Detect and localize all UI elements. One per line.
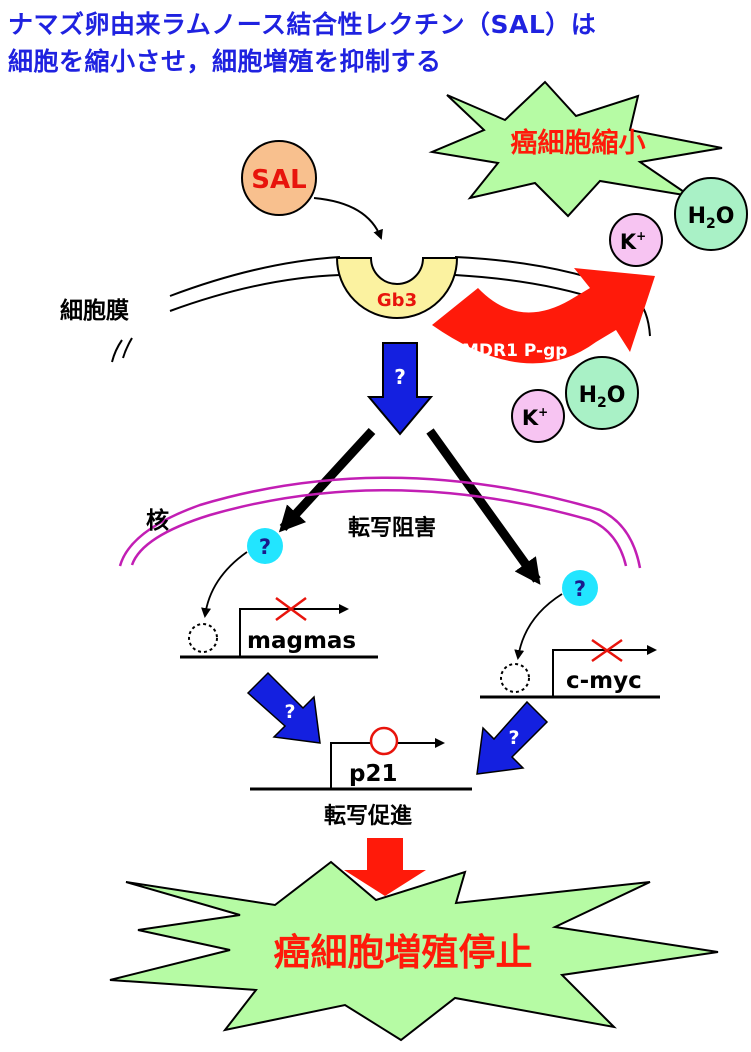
nucleus-envelope-outer <box>118 476 642 569</box>
page-title: ナマズ卵由来ラムノース結合性レクチン（SAL）は 細胞を縮小させ，細胞増殖を抑制… <box>8 6 748 80</box>
question-to-magmas-arrow <box>201 551 248 618</box>
sal-circle <box>241 140 317 216</box>
potassium-label-bottom: K+ <box>522 405 548 430</box>
title-line-2: 細胞を縮小させ，細胞増殖を抑制する <box>8 47 442 76</box>
nucleus-envelope-inner <box>130 489 628 567</box>
cmyc-to-p21-unknown: ? <box>508 727 519 749</box>
signal-unknown-label: ? <box>394 365 406 389</box>
gb3-label: Gb3 <box>377 290 417 311</box>
p21-label: p21 <box>349 761 397 787</box>
question-mark-left: ? <box>259 535 271 559</box>
sal-label: SAL <box>251 165 306 195</box>
potassium-circle-bottom <box>511 389 565 443</box>
cmyc-label: c-myc <box>566 668 642 694</box>
sal-to-gb3-arrow <box>313 197 383 240</box>
cmyc-block-mark <box>591 638 623 663</box>
p21-tss-arrow <box>330 738 445 789</box>
transcription-promotion-label: 転写促進 <box>324 803 412 829</box>
cell-arrest-starburst <box>109 860 719 1042</box>
signal-blue-arrow <box>366 342 434 436</box>
membrane-edge-left <box>111 337 133 363</box>
cmyc-promoter-site <box>500 663 530 693</box>
title-line-1: ナマズ卵由来ラムノース結合性レクチン（SAL）は <box>8 10 597 39</box>
cell-shrink-label: 癌細胞縮小 <box>511 127 646 159</box>
cmyc-tss-arrow <box>552 645 657 697</box>
cmyc-to-p21-arrow <box>476 700 549 775</box>
question-bubble-left <box>247 528 283 564</box>
magmas-promoter-site <box>188 623 218 653</box>
magmas-tss-arrow <box>239 604 349 657</box>
water-label-top: H2O <box>688 204 735 232</box>
question-to-cmyc-arrow <box>514 593 563 660</box>
water-label-bottom: H2O <box>579 383 626 411</box>
potassium-label-top: K+ <box>620 229 646 254</box>
membrane-label: 細胞膜 <box>60 297 129 324</box>
result-red-arrow <box>344 838 426 896</box>
arrow-to-cmyc <box>426 428 541 585</box>
magmas-label: magmas <box>247 628 356 654</box>
water-circle-top <box>674 177 748 251</box>
magmas-block-mark <box>275 596 307 622</box>
magmas-to-p21-unknown: ? <box>284 701 295 723</box>
nucleus-label: 核 <box>146 507 169 534</box>
potassium-circle-top <box>609 213 663 267</box>
water-circle-bottom <box>565 356 639 430</box>
mdr1-label: MDR1 P-gp <box>462 341 567 361</box>
transcription-inhibition-label: 転写阻害 <box>348 515 436 541</box>
magmas-to-p21-arrow <box>246 671 321 744</box>
mdr1-arrow <box>432 268 655 364</box>
question-bubble-right <box>562 570 598 606</box>
cell-arrest-label: 癌細胞増殖停止 <box>274 931 533 974</box>
question-mark-right: ? <box>574 577 586 601</box>
p21-activation-mark <box>369 726 399 756</box>
gb3-receptor <box>335 257 459 319</box>
